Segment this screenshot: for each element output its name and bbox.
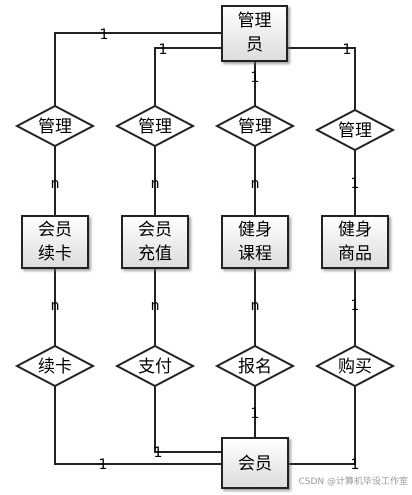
card-admin-manage4: 1 [343,42,352,58]
card-admin-manage2: 1 [159,42,168,58]
card-manage1-renewcard: n [51,176,60,192]
card-manage3-course: n [251,176,260,192]
relation-buy[interactable]: 购买 [314,344,396,388]
relation-manage-1[interactable]: 管理 [14,104,96,148]
relation-pay-label: 支付 [138,357,172,377]
entity-renew-card[interactable]: 会员 续卡 [21,215,89,269]
card-goods-buy: 1 [351,298,360,314]
connector-lines [54,32,356,465]
card-member-pay: 1 [154,445,163,461]
cardinality-labels: 1 1 1 1 n n n 1 n n n 1 1 1 1 1 [51,27,360,473]
entity-goods-line2: 商品 [338,244,372,264]
entity-renew-card-line1: 会员 [38,220,72,240]
line-admin-manage4 [287,47,356,110]
entity-course[interactable]: 健身 课程 [221,215,289,269]
relation-manage-2[interactable]: 管理 [114,104,196,148]
card-course-enroll: n [251,298,260,314]
entity-recharge[interactable]: 会员 充值 [121,215,189,269]
card-admin-manage1: 1 [100,27,109,43]
relation-enroll-label: 报名 [238,357,272,377]
card-renewcard-renew: n [51,298,60,314]
entity-recharge-line2: 充值 [138,244,172,264]
line-pay-member [154,386,222,453]
line-renew-member [54,386,222,465]
card-manage4-goods: 1 [351,176,360,192]
entity-course-line2: 课程 [238,244,272,264]
entity-boxes: 管理 员 会员 续卡 会员 充值 健身 课程 健身 商品 会员 [21,5,389,489]
entity-goods[interactable]: 健身 商品 [321,215,389,269]
relation-pay[interactable]: 支付 [114,344,196,388]
relationship-diamonds: 管理 管理 管理 管理 续卡 支付 报名 购买 [14,104,396,388]
entity-admin-line1: 管理 [238,11,272,31]
relation-manage-2-label: 管理 [138,117,172,137]
entity-member[interactable]: 会员 [221,437,289,489]
entity-admin[interactable]: 管理 员 [221,5,288,62]
relation-renew[interactable]: 续卡 [14,344,96,388]
relation-manage-4[interactable]: 管理 [314,108,396,152]
line-buy-member [288,386,356,465]
card-member-enroll: 1 [251,406,260,422]
watermark-text: CSDN @计算机毕设工作室 [298,475,408,487]
entity-recharge-line1: 会员 [138,220,172,240]
relation-manage-4-label: 管理 [338,121,372,141]
entity-member-label: 会员 [238,454,272,474]
entity-admin-line2: 员 [246,35,263,55]
entity-goods-line1: 健身 [338,220,372,240]
card-member-buy: 1 [351,457,360,473]
relation-renew-label: 续卡 [38,357,72,377]
line-admin-manage2 [154,47,222,106]
relation-enroll[interactable]: 报名 [214,344,296,388]
relation-manage-3[interactable]: 管理 [214,104,296,148]
entity-course-line1: 健身 [238,220,272,240]
relation-manage-1-label: 管理 [38,117,72,137]
entity-renew-card-line2: 续卡 [38,244,72,264]
relation-manage-3-label: 管理 [238,117,272,137]
card-manage2-recharge: n [151,176,160,192]
card-admin-manage3: 1 [251,70,260,86]
line-admin-manage1 [54,32,222,106]
card-recharge-pay: n [151,298,160,314]
card-member-renew: 1 [99,457,108,473]
relation-buy-label: 购买 [338,357,372,377]
